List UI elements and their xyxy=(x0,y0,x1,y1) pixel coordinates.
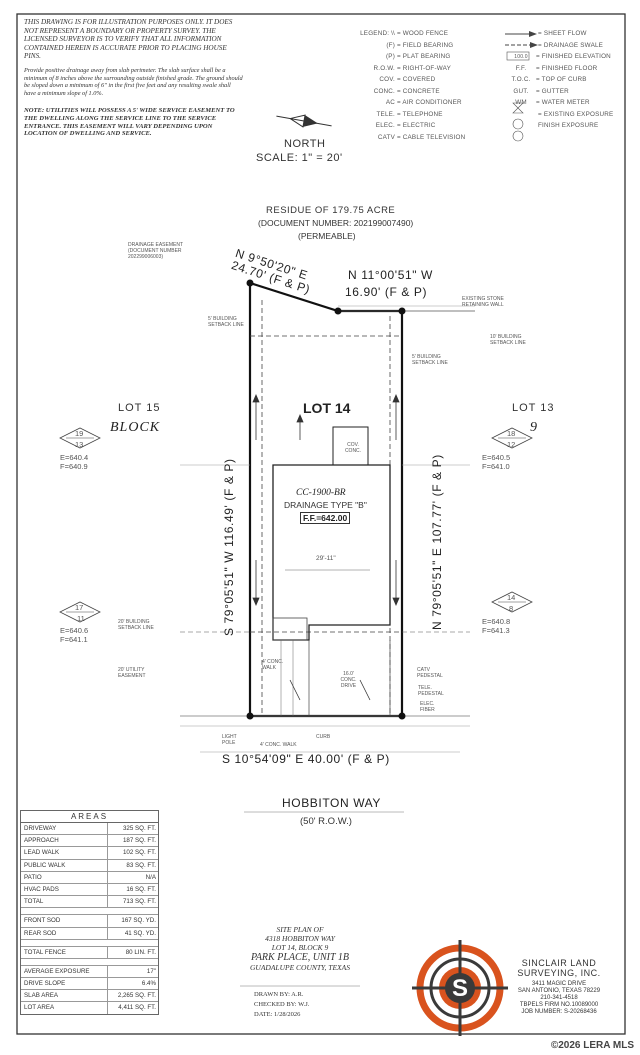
areas-title: AREAS xyxy=(21,811,158,823)
house-model: CC-1900-BR xyxy=(296,488,346,498)
marker-14-bottom: 8 xyxy=(509,604,514,613)
title-line-2: 4318 HOBBITON WAY xyxy=(265,934,335,943)
marker-19-top: 19 xyxy=(75,429,84,438)
firm-phone: 210-341-4518 xyxy=(540,995,578,1001)
signoff-block: DRAWN BY: A.R. CHECKED BY: W.J. DATE: 1/… xyxy=(254,990,309,1020)
notes-drainage: Provide positive drainage away from slab… xyxy=(24,67,243,97)
firm-name-2: SURVEYING, INC. xyxy=(517,968,601,978)
marker-17-bottom: 11 xyxy=(77,614,85,623)
legend-right: = SHEET FLOW = DRAINAGE SWALE 100.0 = FI… xyxy=(511,30,614,129)
retaining-wall-label: EXISTING STONE RETAINING WALL xyxy=(462,296,504,308)
notes-disclaimer: THIS DRAWING IS FOR ILLUSTRATION PURPOSE… xyxy=(24,18,233,61)
elec-fiber-label: ELEC. FIBER xyxy=(420,701,435,713)
marker-18-top: 18 xyxy=(507,429,516,438)
marker-18-bottom: 12 xyxy=(507,440,516,449)
firm-block: SINCLAIR LAND SURVEYING, INC. 3411 MAGIC… xyxy=(500,958,618,1016)
marker-17-top: 17 xyxy=(75,603,84,612)
drainage-easement-label: DRAINAGE EASEMENT (DOCUMENT NUMBER 20229… xyxy=(128,242,183,260)
checked-by: CHECKED BY: W.J. xyxy=(254,1001,310,1008)
residue-title: RESIDUE OF 179.75 ACRE xyxy=(266,205,396,216)
svg-text:S: S xyxy=(452,975,468,1002)
block-label: BLOCK xyxy=(110,420,161,435)
bearing-ne: N 11°00'51" W xyxy=(348,268,433,282)
distance-ne: 16.90' (F & P) xyxy=(345,285,428,299)
watermark: ©2026 LERA MLS xyxy=(550,1040,634,1051)
marker-18-e: E=640.5 xyxy=(482,453,511,462)
finished-floor: F.F.=642.00 xyxy=(300,512,351,524)
title-line-5: GUADALUPE COUNTY, TEXAS xyxy=(250,963,350,972)
firm-name-1: SINCLAIR LAND xyxy=(521,958,597,968)
block-number: 9 xyxy=(530,420,537,435)
drawn-by: DRAWN BY: A.R. xyxy=(254,991,304,998)
title-block: SITE PLAN OF 4318 HOBBITON WAY LOT 14, B… xyxy=(215,925,385,972)
conc-walk-label: 4' CONC. WALK xyxy=(262,659,284,671)
marker-14-top: 14 xyxy=(507,593,516,602)
setback-5-east-label: 5' BUILDING SETBACK LINE xyxy=(412,354,448,366)
surveying-logo: S xyxy=(412,940,508,1036)
job-number: JOB NUMBER: S-20268436 xyxy=(521,1009,597,1015)
north-label: NORTH xyxy=(284,138,326,150)
setback-20-label: 20' BUILDING SETBACK LINE xyxy=(118,619,154,631)
firm-address-2: SAN ANTONIO, TEXAS 78229 xyxy=(517,988,601,994)
catv-pedestal-label: CATV PEDESTAL xyxy=(417,667,443,679)
marker-17-e: E=640.6 xyxy=(60,626,89,635)
marker-14-e: E=640.8 xyxy=(482,617,511,626)
tele-pedestal-label: TELE. PEDESTAL xyxy=(418,685,444,697)
house-drainage: DRAINAGE TYPE "B" xyxy=(284,500,367,510)
firm-number: TBPELS FIRM NO.10089000 xyxy=(519,1002,599,1008)
marker-17-f: F=641.1 xyxy=(60,635,88,644)
drawing-date: DATE: 1/28/2026 xyxy=(254,1011,301,1018)
curb-label: CURB xyxy=(316,734,331,740)
setback-5-west-label: 5' BUILDING SETBACK LINE xyxy=(208,316,244,328)
lot-14-label: LOT 14 xyxy=(303,400,351,416)
conc-drive-label: 16.0' CONC. DRIVE xyxy=(340,671,357,689)
marker-19-f: F=640.9 xyxy=(60,462,88,471)
title-line-4: PARK PLACE, UNIT 1B xyxy=(251,952,349,963)
legend-left: LEGEND: \\ = WOOD FENCE (F) = FIELD BEAR… xyxy=(360,30,466,141)
notes-utilities: NOTE: UTILITIES WILL POSSESS A 5' WIDE S… xyxy=(24,107,235,138)
bearing-south: S 10°54'09" E 40.00' (F & P) xyxy=(222,752,390,766)
marker-18-f: F=641.0 xyxy=(482,462,510,471)
street-name: HOBBITON WAY xyxy=(282,796,381,810)
marker-19-bottom: 13 xyxy=(75,440,84,449)
utility-easement-label: 20' UTILITY EASEMENT xyxy=(118,667,146,679)
bearing-east: N 79°05'51" E 107.77' (F & P) xyxy=(430,454,444,630)
title-line-3: LOT 14, BLOCK 9 xyxy=(271,943,329,952)
lot-13-label: LOT 13 xyxy=(512,402,555,414)
residue-permeable: (PERMEABLE) xyxy=(298,231,356,241)
dimension-29-label: 29'-11" xyxy=(316,555,336,562)
title-line-1: SITE PLAN OF xyxy=(276,925,324,934)
walk-4-label: 4' CONC. WALK xyxy=(260,742,297,748)
marker-19-e: E=640.4 xyxy=(60,453,89,462)
setback-10-label: 10' BUILDING SETBACK LINE xyxy=(490,334,526,346)
light-pole-label: LIGHT POLE xyxy=(222,734,237,746)
bearing-west: S 79°05'51" W 116.49' (F & P) xyxy=(222,458,236,636)
firm-address-1: 3411 MAGIC DRIVE xyxy=(531,981,587,987)
scale-label: SCALE: 1" = 20' xyxy=(256,152,343,164)
covered-concrete-label: COV. CONC. xyxy=(344,442,362,454)
street-row: (50' R.O.W.) xyxy=(300,816,352,827)
residue-doc: (DOCUMENT NUMBER: 202199007490) xyxy=(258,218,414,228)
lot-15-label: LOT 15 xyxy=(118,402,161,414)
marker-14-f: F=641.3 xyxy=(482,626,510,635)
